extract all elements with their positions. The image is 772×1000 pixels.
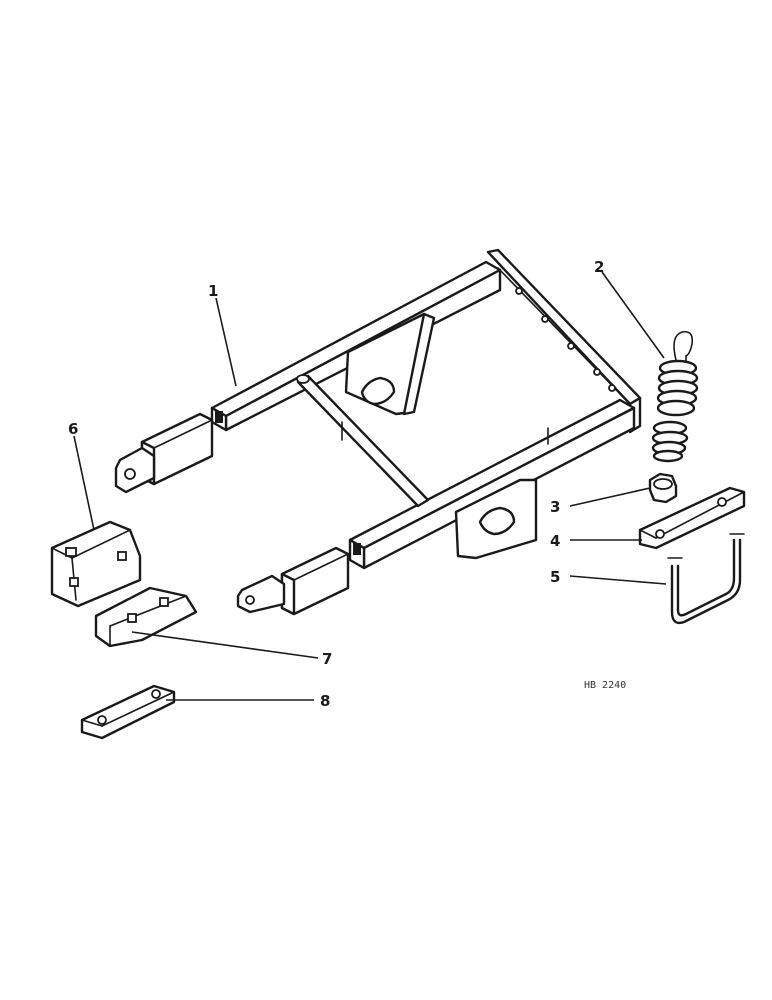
angle-bracket-part — [50, 520, 142, 608]
callout-4: 4 — [550, 532, 560, 550]
callout-1: 1 — [208, 282, 218, 300]
spring-part — [651, 330, 699, 463]
callout-5: 5 — [550, 568, 560, 586]
callout-6: 6 — [68, 420, 78, 438]
reference-code: HB 2240 — [584, 680, 626, 691]
u-bolt-part — [667, 533, 745, 625]
lower-hitch-stub — [236, 546, 350, 616]
angle-bracket-small-part — [94, 586, 198, 648]
flat-plate-part — [80, 684, 176, 740]
callout-8: 8 — [320, 692, 330, 710]
clamp-plate-part — [638, 486, 746, 550]
callout-3: 3 — [550, 498, 560, 516]
callout-2: 2 — [594, 258, 604, 276]
spacer-part — [648, 472, 678, 504]
callout-7: 7 — [322, 650, 332, 668]
upper-hitch-stub — [114, 412, 214, 494]
leader-lines — [73, 271, 667, 701]
frame-assembly — [210, 248, 642, 570]
